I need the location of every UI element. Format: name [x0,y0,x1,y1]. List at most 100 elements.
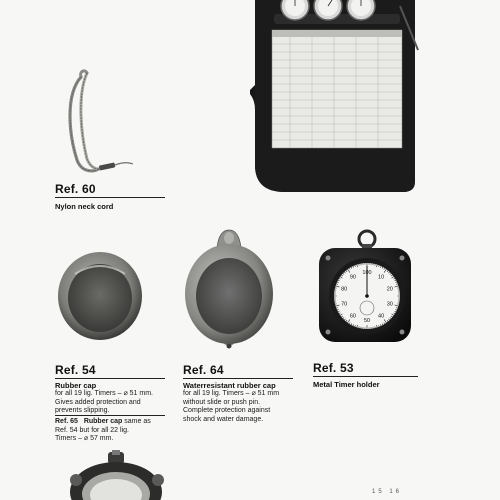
dial-tick [344,271,346,274]
ref-53-title: Metal Timer holder [313,380,380,389]
dial-tick [376,324,378,328]
dial-tick [335,285,340,288]
ref-65-desc-1: same as [122,418,151,425]
dial-tick [391,274,393,277]
dial-tick [340,313,343,316]
dial-tick [337,310,340,313]
ref-60-label: Ref. 60 [55,182,96,196]
dial-tick [386,320,389,322]
dial-tick [396,283,398,285]
dial-number: 70 [341,301,347,307]
ref-64-rule [183,378,293,379]
dial-tick [354,325,356,327]
ref-65-label: Ref. 65 [55,418,78,425]
dial-tick [349,267,351,270]
dial-tick [338,278,341,280]
dial-tick [380,266,382,268]
dial-number: 30 [387,301,393,307]
dial-tick [352,324,354,326]
dial-tick [394,310,397,313]
bottom-timer-photo [70,450,164,500]
ref-54-desc-2: Gives added protection and [55,398,141,406]
ref-64-desc-4: shock and water damage. [183,415,264,423]
ref-64-desc-1: for all 19 lig. Timers – ⌀ 51 mm [183,390,280,397]
ref-64-label: Ref. 64 [183,363,224,377]
ref-64-text: Waterresistant rubber cap for all 19 lig… [183,381,303,424]
dial-number: 80 [341,287,347,293]
waterresistant-cap-photo [185,229,273,349]
ref-65-rule [55,415,165,416]
dial-tick [391,315,393,318]
dial-number: 10 [378,275,384,281]
dial-tick [388,271,390,274]
dial-tick [394,285,399,288]
dial-number: 40 [378,313,384,319]
dial-tick [394,279,397,282]
dial-number: 20 [387,287,393,293]
dial-tick [350,323,353,326]
ref-54-rule [55,378,165,379]
nylon-cord-photo [68,69,134,173]
rubber-cap-photo [58,252,142,340]
ref-65-text: Ref. 65 Rubber cap same as Ref. 54 but f… [55,418,175,444]
dial-tick [393,278,396,280]
dial-tick [395,309,397,311]
dial-tick [347,269,351,273]
dial-tick [388,318,390,321]
dial-tick [376,264,378,268]
dial-tick [344,318,346,321]
dial-tick [383,269,387,273]
dial-tick [342,317,345,319]
ref-65-title: Rubber cap [83,418,123,425]
dial-tick [386,270,389,272]
dial-tick [383,319,387,323]
dial-tick [337,281,339,283]
ref-65-desc-2: Ref. 54 but for all 22 lig. [55,426,129,434]
dial-tick [336,283,338,285]
ref-54-title: Rubber cap [55,381,97,390]
ref-54-desc-1: for all 19 lig. Timers – ⌀ 51 mm. [55,390,153,397]
dial-tick [391,276,394,279]
dial-tick [378,325,380,327]
dial-tick [354,265,356,267]
dial-tick [395,281,397,283]
dial-tick [337,309,339,311]
dial-tick [336,307,338,309]
timer-board-photo [250,0,419,192]
dial-tick [352,266,354,268]
page-number: 15 16 [372,489,403,495]
dial-tick [345,320,348,322]
dial-number: 50 [364,318,370,324]
dial-tick [345,270,348,272]
ref-53-rule [313,376,418,377]
ref-54-desc-3: prevents slipping. [55,407,110,414]
metal-timer-holder-photo: 100102030405060708090 [319,229,411,342]
dial-tick [383,322,385,325]
ref-53-label: Ref. 53 [313,361,354,375]
ref-64-desc-3: Complete protection against [183,407,271,414]
dial-number: 60 [350,313,356,319]
dial-tick [391,313,394,316]
ref-60-rule [55,197,165,198]
dial-tick [340,276,343,279]
ref-54-text: Rubber cap for all 19 lig. Timers – ⌀ 51… [55,381,170,416]
dial-tick [396,307,398,309]
dial-tick [356,324,358,328]
dial-tick [335,304,340,307]
dial-tick [350,266,353,269]
ref-64-desc-2: without slide or push pin. [183,398,261,406]
dial-tick [341,274,343,277]
ref-65-desc-3: Timers – ⌀ 57 mm. [55,435,114,442]
dial-number: 90 [350,275,356,281]
dial-tick [381,323,384,326]
dial-tick [341,315,343,318]
dial-tick [347,319,351,323]
dial-tick [394,304,399,307]
dial-tick [389,317,392,319]
ref-60-title: Nylon neck cord [55,202,114,211]
dial-tick [378,265,380,267]
dial-tick [337,279,340,282]
dial-tick [380,324,382,326]
dial-tick [389,273,392,275]
dial-tick [349,322,351,325]
